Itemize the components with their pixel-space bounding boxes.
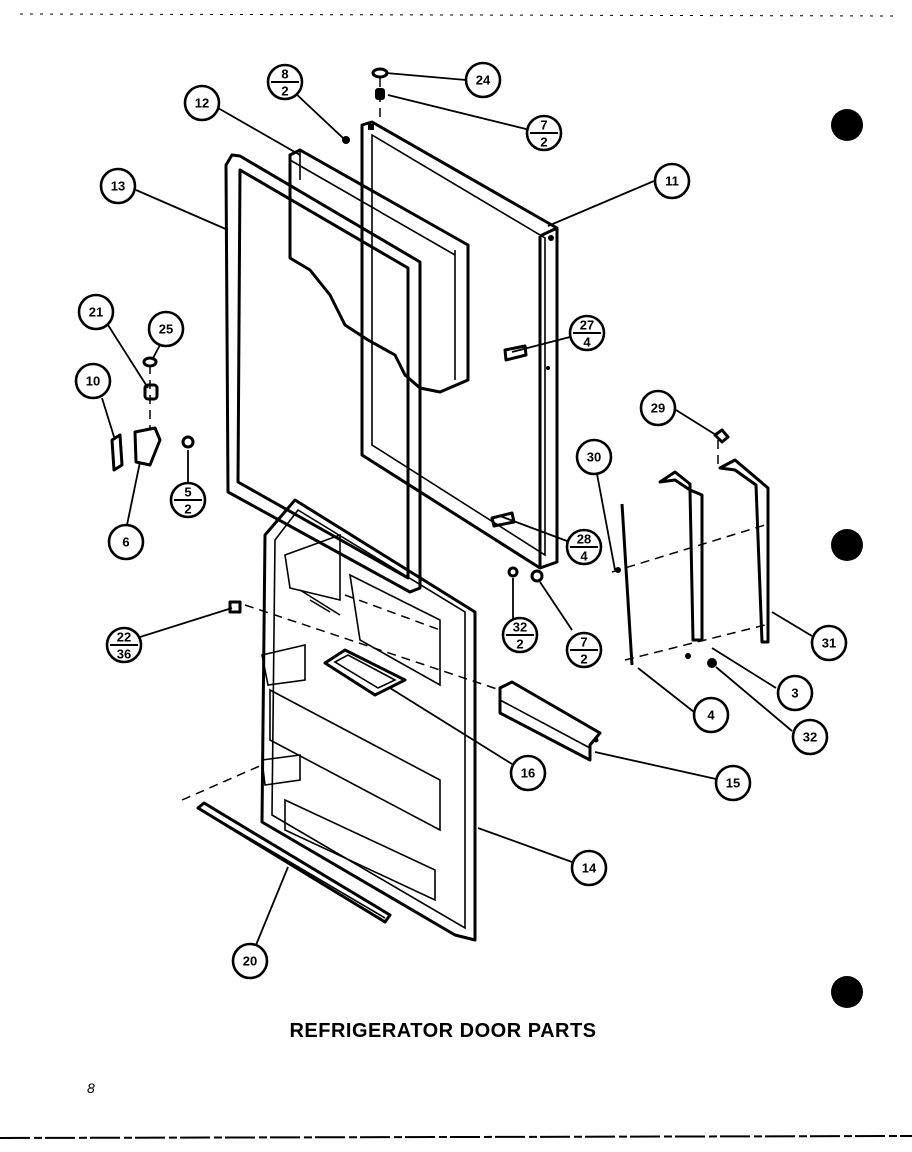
- nut-21: [143, 383, 159, 401]
- hinge-bracket-assembly: [615, 458, 770, 666]
- hinge-6: [133, 426, 162, 467]
- callout-24-label: 24: [476, 73, 491, 88]
- callout-11-label: 11: [665, 174, 679, 189]
- outer-door-panel: [360, 120, 559, 570]
- screw-5: [181, 435, 195, 449]
- door-gasket: [224, 153, 422, 594]
- screw-8: [342, 136, 350, 144]
- callout-29-label: 29: [651, 401, 665, 416]
- washer-32-2: [507, 566, 519, 578]
- callout-25: 25: [147, 310, 185, 348]
- binder-hole-middle: [831, 529, 863, 561]
- callout-32-2-top: 32: [513, 620, 527, 635]
- callout-7-2-bottom-num: 7: [580, 635, 587, 650]
- callout-7-2-bottom-den: 2: [580, 652, 587, 667]
- callout-10: 10: [74, 362, 112, 400]
- callout-7-2-top: 72: [525, 114, 563, 152]
- door-trim-strip: [196, 801, 392, 924]
- callout-8-2: 82: [266, 63, 304, 101]
- screw-32: [707, 658, 717, 668]
- callout-32: 32: [791, 718, 829, 756]
- callout-30: 30: [575, 438, 613, 476]
- callout-15: 15: [714, 764, 752, 802]
- callout-31: 31: [810, 624, 848, 662]
- callout-32-2-bottom: 2: [516, 637, 523, 652]
- callout-5-2-bottom: 2: [184, 502, 191, 517]
- callout-3: 3: [776, 674, 814, 712]
- callout-22-36-bottom: 36: [117, 647, 131, 662]
- leader-lines: [101, 72, 813, 946]
- callout-15-label: 15: [726, 776, 740, 791]
- callout-8-2-bottom: 2: [281, 84, 288, 99]
- callout-25-label: 25: [159, 322, 173, 337]
- callout-29: 29: [639, 389, 677, 427]
- alignment-lines: [149, 78, 766, 801]
- callout-27-4: 274: [568, 314, 606, 352]
- callout-27-4-bottom: 4: [583, 335, 591, 350]
- inner-door-liner: [260, 498, 477, 942]
- handle-insert: [323, 648, 407, 697]
- callout-16: 16: [509, 754, 547, 792]
- callout-28-4-bottom: 4: [580, 549, 588, 564]
- callout-5-2-top: 5: [184, 485, 191, 500]
- washer-24: [371, 67, 389, 79]
- callout-14: 14: [570, 849, 608, 887]
- callout-32-2: 322: [501, 616, 539, 654]
- callout-24: 24: [464, 61, 502, 99]
- callout-7-2-top-num: 7: [540, 118, 547, 133]
- callout-13-label: 13: [111, 179, 125, 194]
- callout-5-2: 52: [169, 481, 207, 519]
- callout-30-label: 30: [587, 450, 601, 465]
- callout-16-label: 16: [521, 766, 535, 781]
- callout-12: 12: [183, 84, 221, 122]
- callout-27-4-top: 27: [580, 318, 594, 333]
- bushing-7-lower: [530, 569, 544, 583]
- scan-edge-marks: [0, 13, 912, 1139]
- callout-32-label: 32: [803, 730, 817, 745]
- callout-4: 4: [692, 696, 730, 734]
- callout-28-4: 284: [565, 528, 603, 566]
- callout-7-2-top-den: 2: [540, 135, 547, 150]
- callout-8-2-top: 8: [281, 67, 288, 82]
- callout-11: 11: [653, 162, 691, 200]
- callout-13: 13: [99, 167, 137, 205]
- callout-10-label: 10: [86, 374, 100, 389]
- callout-31-label: 31: [822, 636, 836, 651]
- shim-10: [110, 433, 124, 472]
- callout-20-label: 20: [243, 954, 257, 969]
- diagram-caption: REFRIGERATOR DOOR PARTS: [289, 1020, 597, 1042]
- callout-4-label: 4: [707, 708, 715, 723]
- binder-hole-top: [831, 109, 863, 141]
- screw-25: [142, 356, 158, 368]
- callout-21: 21: [77, 293, 115, 331]
- page-number: 8: [87, 1080, 95, 1096]
- callout-3-label: 3: [791, 686, 798, 701]
- callout-28-4-top: 28: [577, 532, 591, 547]
- callout-6-label: 6: [122, 535, 129, 550]
- binder-hole-bottom: [831, 976, 863, 1008]
- callout-20: 20: [231, 942, 269, 980]
- callout-22-36-top: 22: [117, 630, 131, 645]
- callout-6: 6: [107, 523, 145, 561]
- callout-12-label: 12: [195, 96, 209, 111]
- clip-27: [503, 344, 528, 362]
- callout-21-label: 21: [89, 305, 103, 320]
- callout-14-label: 14: [582, 861, 597, 876]
- insulation-block: [288, 148, 470, 394]
- hardware-parts: [110, 67, 730, 668]
- screw-22: [228, 600, 242, 614]
- callout-7-2-bottom: 72: [565, 631, 603, 669]
- bracket-channel: [498, 680, 602, 762]
- screw-29: [713, 428, 730, 444]
